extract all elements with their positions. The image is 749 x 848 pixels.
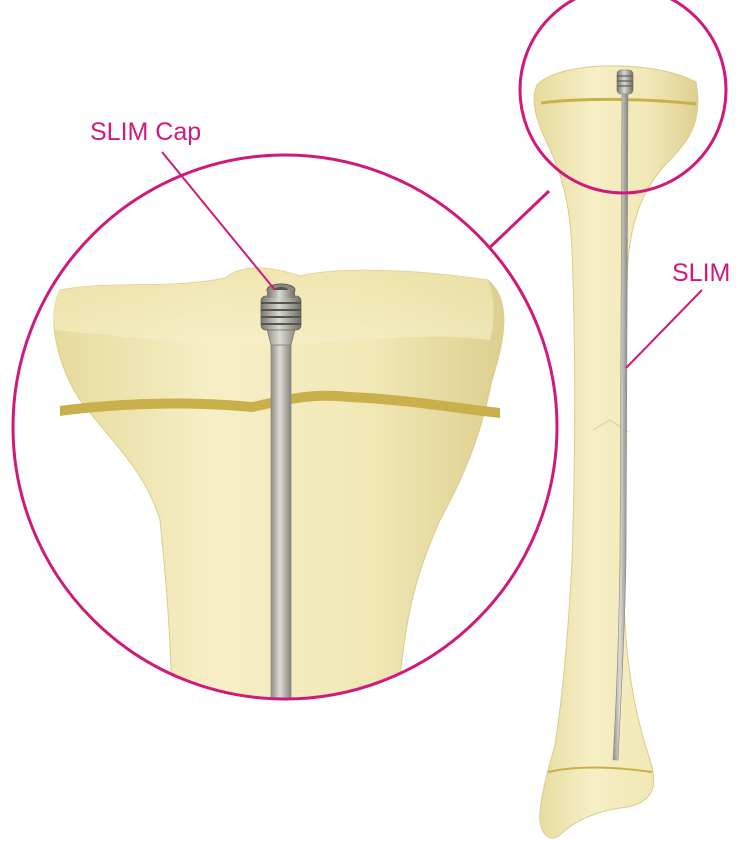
slim-label: SLIM bbox=[672, 259, 730, 287]
full-tibia-view bbox=[534, 66, 698, 838]
slim-leader-line bbox=[626, 290, 702, 368]
magnify-connector-line bbox=[484, 191, 549, 253]
slim-cap-small bbox=[617, 70, 633, 94]
slim-cap-label: SLIM Cap bbox=[90, 118, 201, 146]
magnified-slim-cap bbox=[261, 284, 301, 330]
magnified-slim-nail bbox=[271, 325, 291, 715]
slim-callout: SLIM bbox=[626, 259, 730, 368]
